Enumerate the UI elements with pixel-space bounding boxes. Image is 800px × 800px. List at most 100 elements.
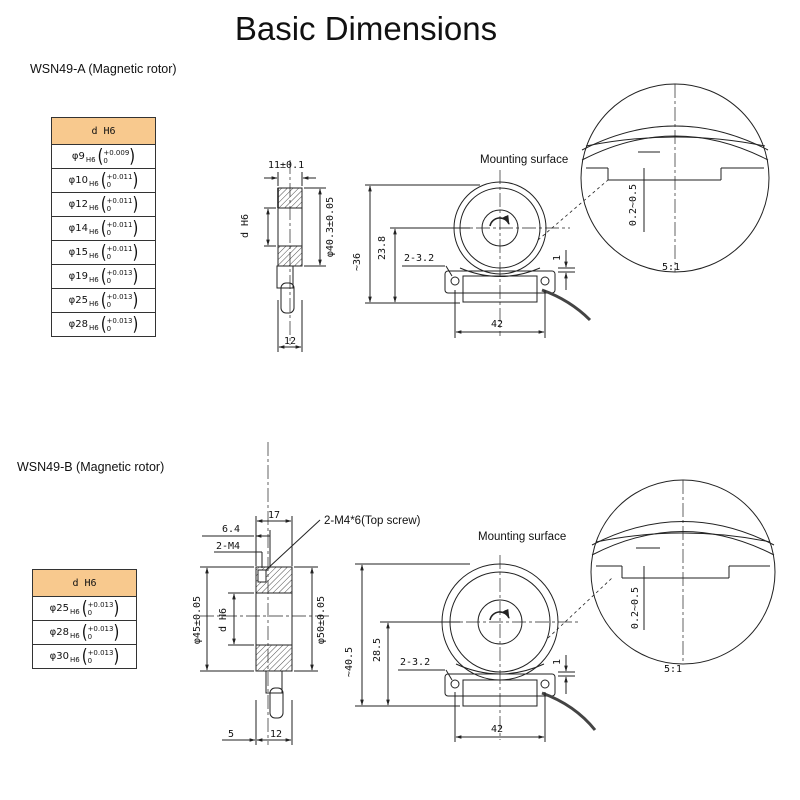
dim-bore-b: d H6 [218, 608, 229, 632]
diameter-nominal: φ15 [68, 247, 88, 258]
gap-range-b: 0.2~0.5 [630, 587, 641, 629]
scale-b: 5:1 [664, 664, 682, 675]
diameter-nominal: φ25 [49, 603, 69, 614]
fit-grade: H6 [88, 179, 99, 188]
tolerance-lower: 0 [87, 632, 93, 641]
mounting-surface-label-b: Mounting surface [478, 531, 566, 543]
tolerance-upper: +0.013 [106, 316, 133, 325]
dim-height-total-a: ~36 [352, 253, 363, 271]
dim-height-total-b: ~40.5 [344, 647, 355, 677]
tolerance-lower: 0 [106, 180, 112, 189]
tolerance-lower: 0 [103, 156, 108, 165]
model-label-a: WSN49-A (Magnetic rotor) [30, 62, 177, 76]
tolerance-upper: +0.011 [106, 220, 133, 229]
dim-height-center-a: 23.8 [377, 236, 388, 260]
dim-gap-b: 1 [552, 659, 563, 665]
model-label-b: WSN49-B (Magnetic rotor) [17, 460, 165, 474]
fit-grade: H6 [88, 323, 99, 332]
diameter-nominal: φ19 [68, 271, 88, 282]
rotor-front-view-b [355, 555, 613, 742]
dim-left-gap-b: 5 [228, 729, 234, 740]
fit-grade: H6 [88, 275, 99, 284]
tolerance-lower: 0 [106, 228, 112, 237]
fit-grade: H6 [69, 631, 80, 640]
dim-base-a: 12 [284, 336, 296, 347]
diameter-nominal: φ30 [49, 651, 69, 662]
dim-outer-dia1-b: φ45±0.05 [192, 596, 203, 644]
tolerance-upper: +0.009 [103, 148, 130, 157]
diameter-nominal: φ14 [68, 223, 88, 234]
diameter-nominal: φ28 [49, 627, 69, 638]
tolerance-upper: +0.013 [87, 624, 114, 633]
tolerance-lower: 0 [87, 656, 93, 665]
scale-a: 5:1 [662, 262, 680, 273]
fit-grade: H6 [69, 655, 80, 664]
tolerance-upper: +0.011 [106, 172, 133, 181]
dim-holes-a: 2-3.2 [404, 253, 434, 264]
fit-grade: H6 [88, 227, 99, 236]
dim-width-a: 11±0.1 [268, 160, 304, 171]
tolerance-lower: 0 [106, 276, 112, 285]
tolerance-lower: 0 [106, 204, 112, 213]
tolerance-upper: +0.013 [106, 292, 133, 301]
fit-grade: H6 [69, 607, 80, 616]
dim-thread-b: 2-M4 [216, 541, 240, 552]
detail-view-b [590, 479, 776, 665]
tolerance-lower: 0 [106, 324, 112, 333]
fit-grade: H6 [85, 155, 96, 164]
fit-grade: H6 [88, 299, 99, 308]
dim-base-b: 12 [270, 729, 282, 740]
dim-width-b: 17 [268, 510, 280, 521]
tolerance-upper: +0.013 [87, 600, 114, 609]
dim-outer-dia-a: φ40.3±0.05 [325, 197, 336, 257]
tolerance-lower: 0 [106, 252, 112, 261]
dim-span-b: 42 [491, 724, 503, 735]
detail-view-a [580, 83, 770, 273]
gap-range-a: 0.2~0.5 [628, 184, 639, 226]
tolerance-upper: +0.013 [87, 648, 114, 657]
dim-span-a: 42 [491, 319, 503, 330]
tolerance-upper: +0.013 [106, 268, 133, 277]
mounting-surface-label-a: Mounting surface [480, 154, 568, 166]
diameter-nominal: φ28 [68, 319, 88, 330]
table-header: d H6 [32, 569, 137, 597]
rotor-side-view-a [264, 160, 326, 352]
tolerance-upper: +0.011 [106, 244, 133, 253]
tolerance-upper: +0.011 [106, 196, 133, 205]
dim-height-center-b: 28.5 [372, 638, 383, 662]
tolerance-lower: 0 [106, 300, 112, 309]
diameter-nominal: φ10 [68, 175, 88, 186]
dim-holes-b: 2-3.2 [400, 657, 430, 668]
page-title: Basic Dimensions [234, 10, 498, 47]
rotor-side-view-b [200, 442, 330, 745]
dim-bore-a: d H6 [240, 214, 251, 238]
